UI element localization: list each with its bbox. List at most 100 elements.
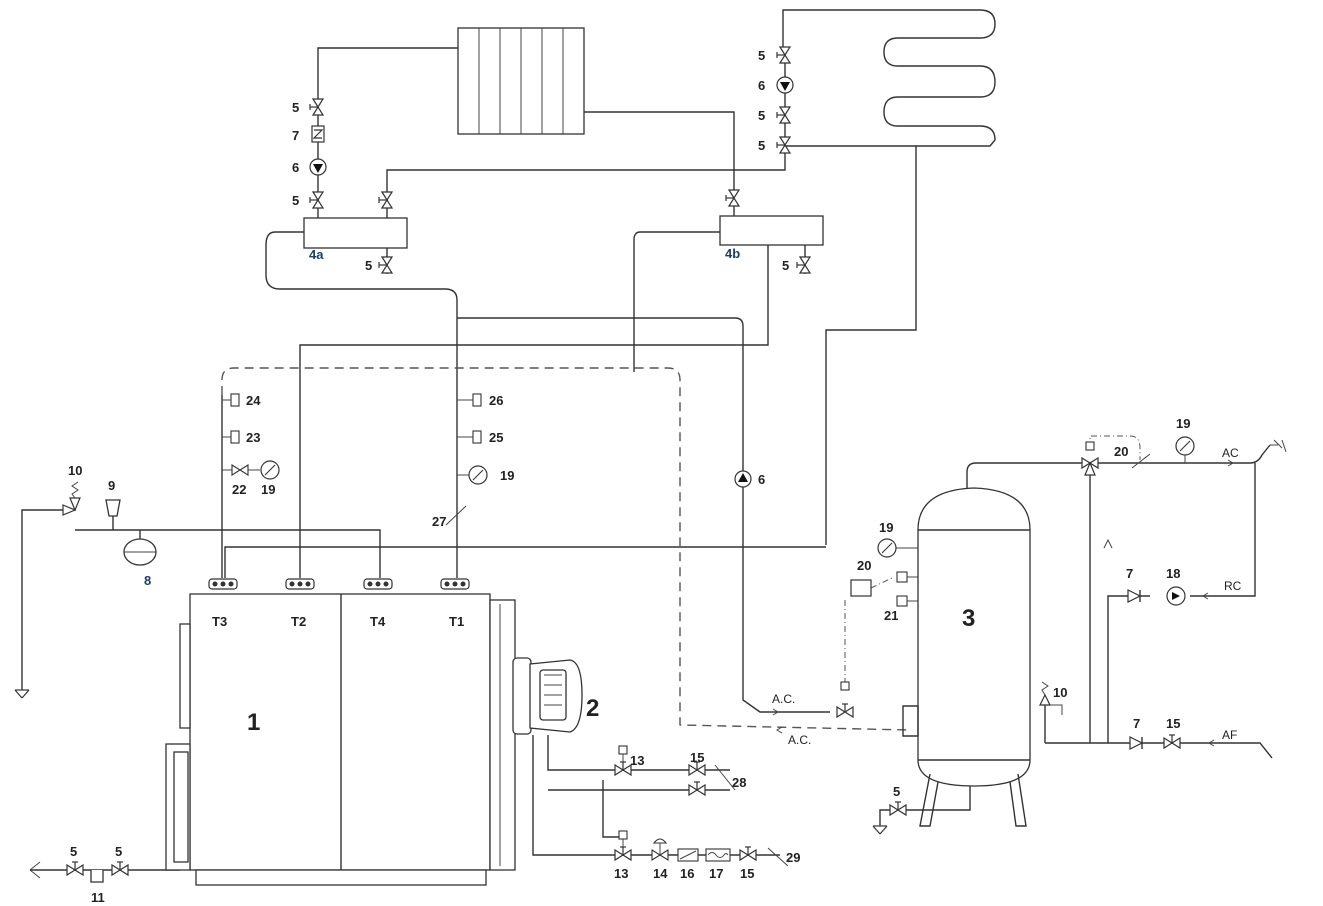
label-20-b: 20	[1114, 444, 1128, 459]
gauge-19-a	[468, 465, 488, 485]
sensor-24	[230, 393, 240, 407]
label-10-b: 10	[1053, 685, 1067, 700]
safety-valve-10-a	[62, 481, 81, 516]
dashed-return-line	[221, 367, 911, 731]
arrow-ac1	[772, 708, 779, 716]
label-29: 29	[786, 850, 800, 865]
label-af: AF	[1222, 728, 1237, 742]
label-19-d: 19	[1176, 416, 1190, 431]
label-27: 27	[432, 514, 446, 529]
label-21: 21	[884, 608, 898, 623]
pump-6-c	[734, 470, 752, 488]
check-valve-7-a	[311, 125, 325, 143]
pump-6-a	[309, 158, 327, 176]
valve-22	[222, 464, 260, 476]
label-26: 26	[489, 393, 503, 408]
label-5-i: 5	[758, 138, 765, 153]
label-rc: RC	[1224, 579, 1242, 593]
valve-5-f	[796, 256, 811, 274]
valve-5-l	[889, 801, 907, 816]
circulator-18	[1166, 586, 1186, 606]
label-6-c: 6	[758, 472, 765, 487]
valve-5-a	[309, 98, 324, 116]
valve-5-g	[776, 46, 791, 64]
label-ac: AC	[1222, 446, 1239, 460]
gauge-19-d	[1175, 436, 1195, 456]
valve-5-b	[309, 191, 324, 209]
gauge-19-b	[260, 460, 280, 480]
boiler	[165, 593, 516, 886]
label-19-b: 19	[261, 482, 275, 497]
label-t3: T3	[212, 614, 227, 629]
valve-ac	[836, 703, 854, 718]
expansion-vessel	[123, 538, 157, 566]
label-15-a: 15	[690, 750, 704, 765]
item-17-box	[705, 848, 731, 862]
sensor-23	[230, 430, 240, 444]
sensor-25	[472, 430, 482, 444]
radiator	[457, 27, 585, 135]
label-14: 14	[653, 866, 668, 881]
label-8: 8	[144, 573, 151, 588]
arrow-rc	[1202, 592, 1209, 600]
label-t4: T4	[370, 614, 386, 629]
label-tank: 3	[962, 605, 975, 632]
check-valve-7-c	[1129, 736, 1144, 750]
label-22: 22	[232, 482, 246, 497]
label-19-a: 19	[500, 468, 514, 483]
label-t2: T2	[291, 614, 306, 629]
label-5-f: 5	[782, 258, 789, 273]
mixing-valve	[1081, 441, 1099, 476]
gas-valve-13-b	[614, 846, 632, 861]
valve-5-k	[111, 861, 129, 876]
label-24: 24	[246, 393, 261, 408]
sensor-20-21	[896, 571, 918, 607]
burner	[512, 657, 583, 735]
item-20-marker	[1131, 453, 1151, 469]
gas-valve-13-a	[614, 761, 632, 776]
sensor-26	[472, 393, 482, 407]
label-28: 28	[732, 775, 746, 790]
flange-t1	[440, 578, 470, 590]
label-9: 9	[108, 478, 115, 493]
hot-water-tank	[902, 487, 1031, 827]
gauge-19-c	[877, 538, 897, 558]
label-16: 16	[680, 866, 694, 881]
label-18: 18	[1166, 566, 1180, 581]
label-5-l: 5	[893, 784, 900, 799]
label-5-a: 5	[292, 100, 299, 115]
collector-4a	[303, 217, 408, 249]
valve-15-d	[1163, 734, 1181, 749]
label-13-a: 13	[630, 753, 644, 768]
shower-icon	[1270, 439, 1287, 453]
label-4a: 4a	[309, 247, 324, 262]
label-25: 25	[489, 430, 503, 445]
label-4b: 4b	[725, 246, 740, 261]
valve-5-c	[378, 191, 393, 209]
valve-15-b	[688, 781, 706, 796]
air-vent	[105, 499, 121, 530]
label-7-b: 7	[1126, 566, 1133, 581]
label-7-a: 7	[292, 128, 299, 143]
label-19-c: 19	[879, 520, 893, 535]
floor-heating-coil	[782, 9, 996, 147]
pump-6-b	[776, 76, 794, 94]
regulator-14	[651, 838, 669, 861]
label-15-c: 15	[740, 866, 754, 881]
valve-5-i	[776, 136, 791, 154]
valve-5-h	[776, 106, 791, 124]
label-23: 23	[246, 430, 260, 445]
label-t1: T1	[449, 614, 464, 629]
label-6-b: 6	[758, 78, 765, 93]
label-ac-dot-1: A.C.	[772, 692, 795, 706]
label-burner: 2	[586, 695, 599, 722]
ground-b	[872, 825, 888, 835]
label-11: 11	[91, 890, 105, 905]
label-20-a: 20	[857, 558, 871, 573]
ground-a	[14, 689, 30, 699]
arrow-ac	[1227, 459, 1234, 467]
flange-t4	[363, 578, 393, 590]
flange-t3	[208, 578, 238, 590]
control-link	[844, 435, 1141, 690]
